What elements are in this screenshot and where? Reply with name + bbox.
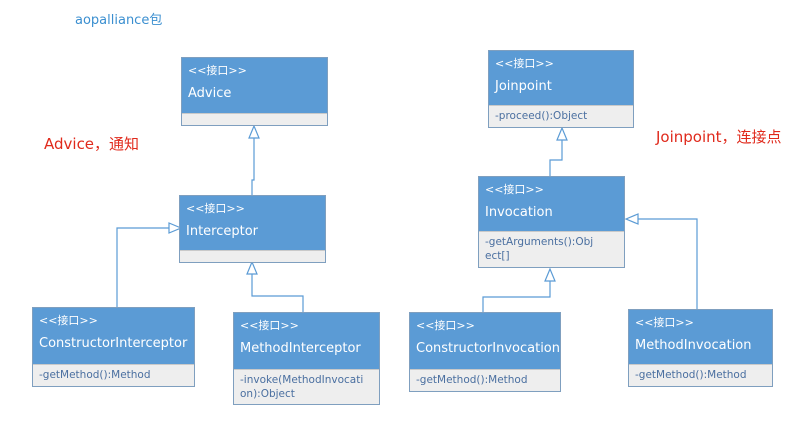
class-constructor-invocation[interactable]: <<接口>> ConstructorInvocation -getMethod(… xyxy=(409,312,561,392)
advice-note: Advice，通知 xyxy=(44,135,140,153)
class-name: Interceptor xyxy=(186,224,259,239)
stereotype-label: <<接口>> xyxy=(495,57,554,70)
class-advice[interactable]: <<接口>> Advice xyxy=(181,57,328,126)
class-constructor-interceptor[interactable]: <<接口>> ConstructorInterceptor -getMethod… xyxy=(32,307,195,387)
members-compartment xyxy=(180,250,325,262)
class-name: MethodInterceptor xyxy=(240,341,361,356)
edge-invocation-joinpoint xyxy=(549,140,563,176)
members-compartment: -getMethod():Method xyxy=(33,364,194,386)
stereotype-label: <<接口>> xyxy=(186,202,245,215)
class-constructor-invocation-header: <<接口>> ConstructorInvocation xyxy=(410,313,560,358)
class-joinpoint[interactable]: <<接口>> Joinpoint -proceed():Object xyxy=(488,50,634,128)
joinpoint-note: Joinpoint，连接点 xyxy=(656,128,782,146)
class-constructor-interceptor-header: <<接口>> ConstructorInterceptor xyxy=(33,308,194,353)
arrowhead-interceptor-bottom xyxy=(246,260,258,275)
stereotype-label: <<接口>> xyxy=(416,319,475,332)
members-compartment xyxy=(182,113,327,125)
stereotype-label: <<接口>> xyxy=(240,319,299,332)
stereotype-label: <<接口>> xyxy=(485,183,544,196)
class-method-interceptor-header: <<接口>> MethodInterceptor xyxy=(234,313,379,358)
class-invocation[interactable]: <<接口>> Invocation -getArguments():Obj ec… xyxy=(478,176,625,268)
diagram-caption: aopalliance包 xyxy=(75,13,163,28)
edge-constructor-interceptor xyxy=(116,227,169,307)
class-method-invocation[interactable]: <<接口>> MethodInvocation -getMethod():Met… xyxy=(628,309,773,387)
class-joinpoint-header: <<接口>> Joinpoint xyxy=(489,51,633,96)
stereotype-label: <<接口>> xyxy=(39,314,98,327)
stereotype-label: <<接口>> xyxy=(188,64,247,77)
class-name: ConstructorInvocation xyxy=(416,341,561,356)
members-compartment: -getMethod():Method xyxy=(410,369,560,391)
edge-interceptor-advice xyxy=(251,138,255,196)
class-advice-header: <<接口>> Advice xyxy=(182,58,327,103)
class-method-invocation-header: <<接口>> MethodInvocation xyxy=(629,310,772,355)
class-name: Invocation xyxy=(485,205,553,220)
members-compartment: -getMethod():Method xyxy=(629,364,772,386)
class-name: Advice xyxy=(188,86,232,101)
class-method-interceptor[interactable]: <<接口>> MethodInterceptor -invoke(MethodI… xyxy=(233,312,380,405)
class-name: ConstructorInterceptor xyxy=(39,336,188,351)
arrowhead-interceptor-left xyxy=(168,222,183,234)
class-name: MethodInvocation xyxy=(635,338,752,353)
stereotype-label: <<接口>> xyxy=(635,316,694,329)
arrowhead-advice xyxy=(248,124,260,139)
edge-constructor-invocation xyxy=(482,281,551,312)
members-compartment: -invoke(MethodInvocati on):Object xyxy=(234,369,379,404)
members-compartment: -getArguments():Obj ect[] xyxy=(479,231,624,267)
arrowhead-joinpoint xyxy=(556,126,568,141)
class-name: Joinpoint xyxy=(495,79,552,94)
edge-method-interceptor xyxy=(251,274,304,312)
edge-method-invocation xyxy=(638,218,698,309)
members-compartment: -proceed():Object xyxy=(489,105,633,127)
arrowhead-invocation-right xyxy=(624,213,639,225)
class-interceptor[interactable]: <<接口>> Interceptor xyxy=(179,195,326,263)
class-interceptor-header: <<接口>> Interceptor xyxy=(180,196,325,241)
class-invocation-header: <<接口>> Invocation xyxy=(479,177,624,222)
arrowhead-invocation-bottom xyxy=(544,267,556,282)
